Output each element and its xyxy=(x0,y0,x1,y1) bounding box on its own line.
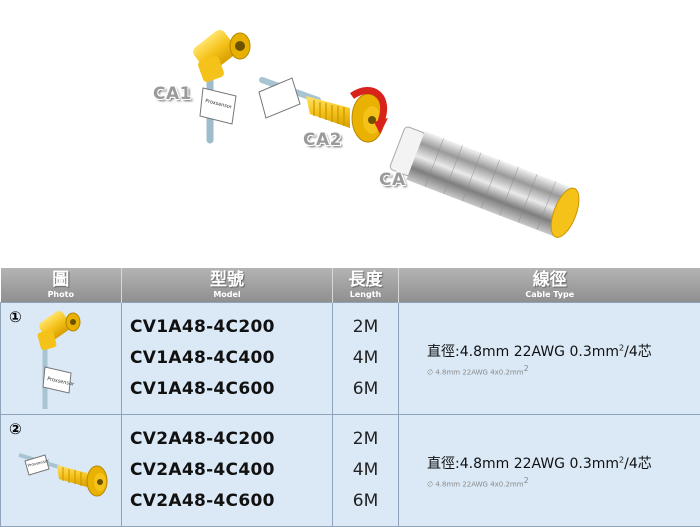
length-value: 2M xyxy=(334,424,397,455)
length-value: 2M xyxy=(334,312,397,343)
header-cable-sublabel: Cable Type xyxy=(399,289,700,300)
cable-cell: 直徑:4.8mm 22AWG 0.3mm2/4芯 ∅ 4.8mm 22AWG 4… xyxy=(399,415,700,527)
header-model-sublabel: Model xyxy=(122,289,332,300)
cable-spec: 直徑:4.8mm 22AWG 0.3mm2/4芯 xyxy=(427,341,699,361)
header-photo: 圖 Photo xyxy=(1,268,122,303)
header-photo-label: 圖 xyxy=(1,271,122,289)
cable-sub-text: ∅ 4.8mm 22AWG 4x0.2mm xyxy=(427,368,524,376)
row-number: ① xyxy=(9,308,22,326)
header-length: 長度 Length xyxy=(333,268,399,303)
spec-table: 圖 Photo 型號 Model 長度 Length 線徑 Cable Type… xyxy=(0,268,700,527)
header-cable-type: 線徑 Cable Type xyxy=(399,268,700,303)
header-photo-sublabel: Photo xyxy=(1,289,122,300)
callout-ca: CA xyxy=(379,170,406,190)
model-number: CV2A48-4C600 xyxy=(130,486,331,517)
model-number: CV1A48-4C400 xyxy=(130,343,331,374)
length-value: 6M xyxy=(334,486,397,517)
model-cell: CV1A48-4C200 CV1A48-4C400 CV1A48-4C600 xyxy=(122,303,333,415)
product-illustration: Proxsensor xyxy=(0,0,700,268)
photo-cell: ② Proxsensor xyxy=(1,415,122,527)
callout-ca1: CA1 xyxy=(153,84,192,104)
header-length-sublabel: Length xyxy=(333,289,398,300)
cable-spec-english: ∅ 4.8mm 22AWG 4x0.2mm2 xyxy=(427,364,699,376)
model-number: CV2A48-4C200 xyxy=(130,424,331,455)
cable-sub-text: ∅ 4.8mm 22AWG 4x0.2mm xyxy=(427,480,524,488)
cable-sub-sup: 2 xyxy=(524,476,529,485)
cable-spec-english: ∅ 4.8mm 22AWG 4x0.2mm2 xyxy=(427,476,699,488)
table-row: ② Proxsensor CV2A48-4C200 CV xyxy=(1,415,700,527)
model-cell: CV2A48-4C200 CV2A48-4C400 CV2A48-4C600 xyxy=(122,415,333,527)
table-row: ① Proxsensor CV1A48-4C200 CV1A48-4C400 C… xyxy=(1,303,700,415)
length-value: 6M xyxy=(334,374,397,405)
photo-cell: ① Proxsensor xyxy=(1,303,122,415)
row-number: ② xyxy=(9,420,22,438)
cable-spec-suffix: /4芯 xyxy=(624,344,652,360)
length-cell: 2M 4M 6M xyxy=(333,303,399,415)
header-cable-label: 線徑 xyxy=(399,271,700,289)
cable-sub-sup: 2 xyxy=(524,364,529,373)
cable-spec: 直徑:4.8mm 22AWG 0.3mm2/4芯 xyxy=(427,453,699,473)
ca1-connector: Proxsensor xyxy=(191,27,250,140)
ca-sensor xyxy=(388,124,585,241)
length-cell: 2M 4M 6M xyxy=(333,415,399,527)
header-model: 型號 Model xyxy=(122,268,333,303)
cable-spec-text: 直徑:4.8mm 22AWG 0.3mm xyxy=(427,344,619,360)
connector-illustration: Proxsensor xyxy=(0,0,700,268)
table-header-row: 圖 Photo 型號 Model 長度 Length 線徑 Cable Type xyxy=(1,268,700,303)
model-number: CV1A48-4C600 xyxy=(130,374,331,405)
cable-spec-suffix: /4芯 xyxy=(624,456,652,472)
length-value: 4M xyxy=(334,343,397,374)
callout-ca2: CA2 xyxy=(303,130,342,150)
cable-cell: 直徑:4.8mm 22AWG 0.3mm2/4芯 ∅ 4.8mm 22AWG 4… xyxy=(399,303,700,415)
cable-spec-text: 直徑:4.8mm 22AWG 0.3mm xyxy=(427,456,619,472)
header-length-label: 長度 xyxy=(333,271,398,289)
model-number: CV2A48-4C400 xyxy=(130,455,331,486)
header-model-label: 型號 xyxy=(122,271,332,289)
length-value: 4M xyxy=(334,455,397,486)
model-number: CV1A48-4C200 xyxy=(130,312,331,343)
